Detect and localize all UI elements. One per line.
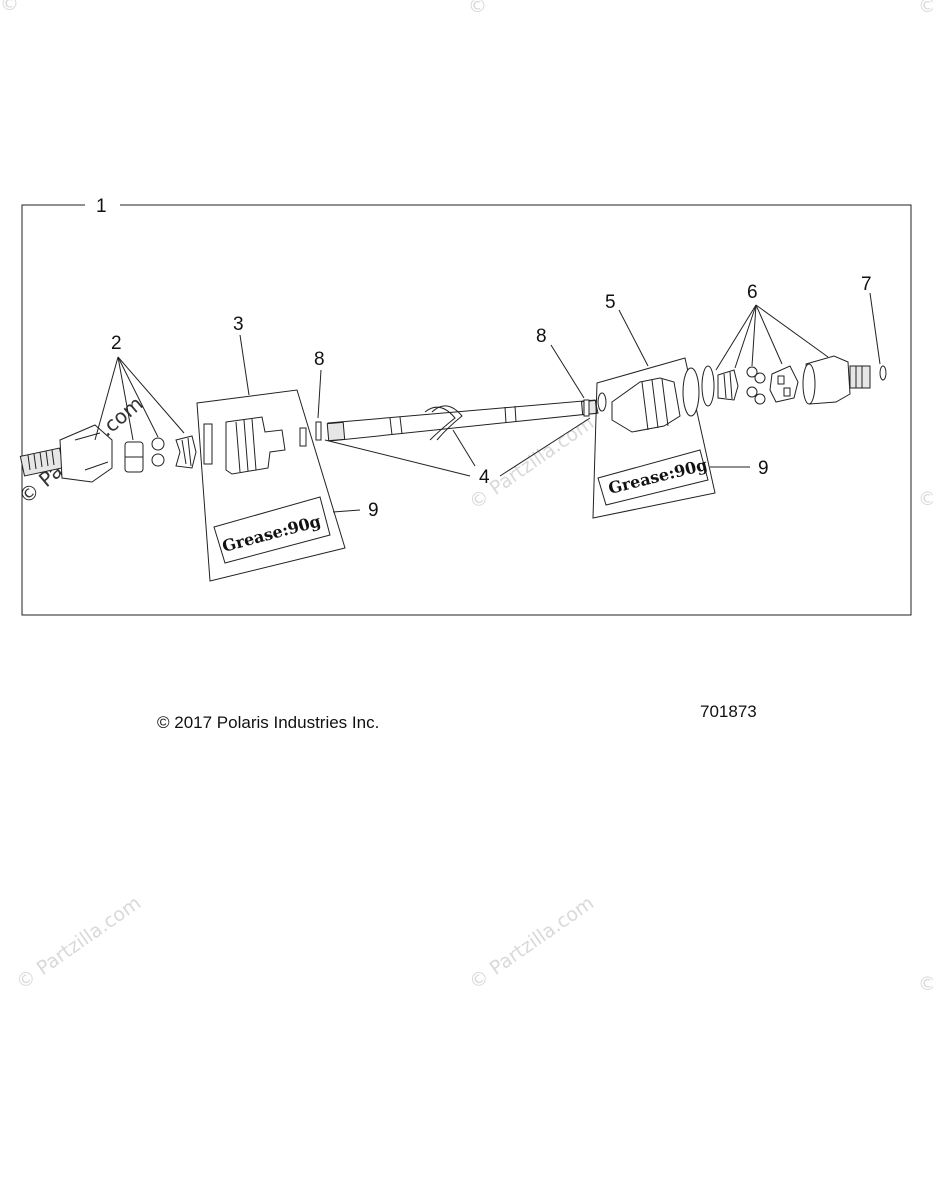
assembly-frame: 1 <box>21 196 912 616</box>
diagram-number: 701873 <box>700 702 757 721</box>
right-boot-kit: 5 Grease:90g 9 <box>592 292 769 519</box>
callout-7: 7 <box>861 274 872 295</box>
callout-9-right: 9 <box>758 458 769 479</box>
left-boot-kit: 3 Grease:90g 9 <box>196 314 379 582</box>
retaining-ring: 7 <box>861 274 887 381</box>
callout-8-left: 8 <box>314 349 325 370</box>
outer-joint-internals: 2 <box>94 333 197 473</box>
grease-label-left: Grease:90g <box>220 511 323 556</box>
right-circlip: 8 <box>536 326 590 417</box>
callout-9-left: 9 <box>368 500 379 521</box>
watermark-text: © Partzilla.com <box>12 892 145 994</box>
callout-3: 3 <box>233 314 244 335</box>
watermark-text: © Partzilla.com <box>465 412 598 514</box>
inner-joint-internals: 6 <box>701 282 829 407</box>
callout-4: 4 <box>479 467 490 488</box>
left-circlip: 8 <box>314 349 325 441</box>
copyright-text: © 2017 Polaris Industries Inc. <box>157 713 379 732</box>
axle-shaft: 4 <box>324 399 599 488</box>
watermark-edge-symbol: © <box>918 973 933 995</box>
callout-8-right: 8 <box>536 326 547 347</box>
watermark-edge-symbol: © <box>918 488 933 510</box>
callout-5: 5 <box>605 292 616 313</box>
callout-1: 1 <box>96 196 107 217</box>
watermark-edge-symbol: © <box>468 0 487 17</box>
callout-6: 6 <box>747 282 758 303</box>
watermark-edge-symbol: © <box>918 0 933 17</box>
watermark-text: © Partzilla.com <box>465 892 598 994</box>
watermark-layer: © © © © © © Partzilla.com © Partzilla.co… <box>0 0 933 995</box>
watermark-edge-symbol: © <box>0 0 19 15</box>
callout-2: 2 <box>111 333 122 354</box>
outer-cv-joint <box>19 424 113 483</box>
inner-cv-housing <box>802 355 871 405</box>
